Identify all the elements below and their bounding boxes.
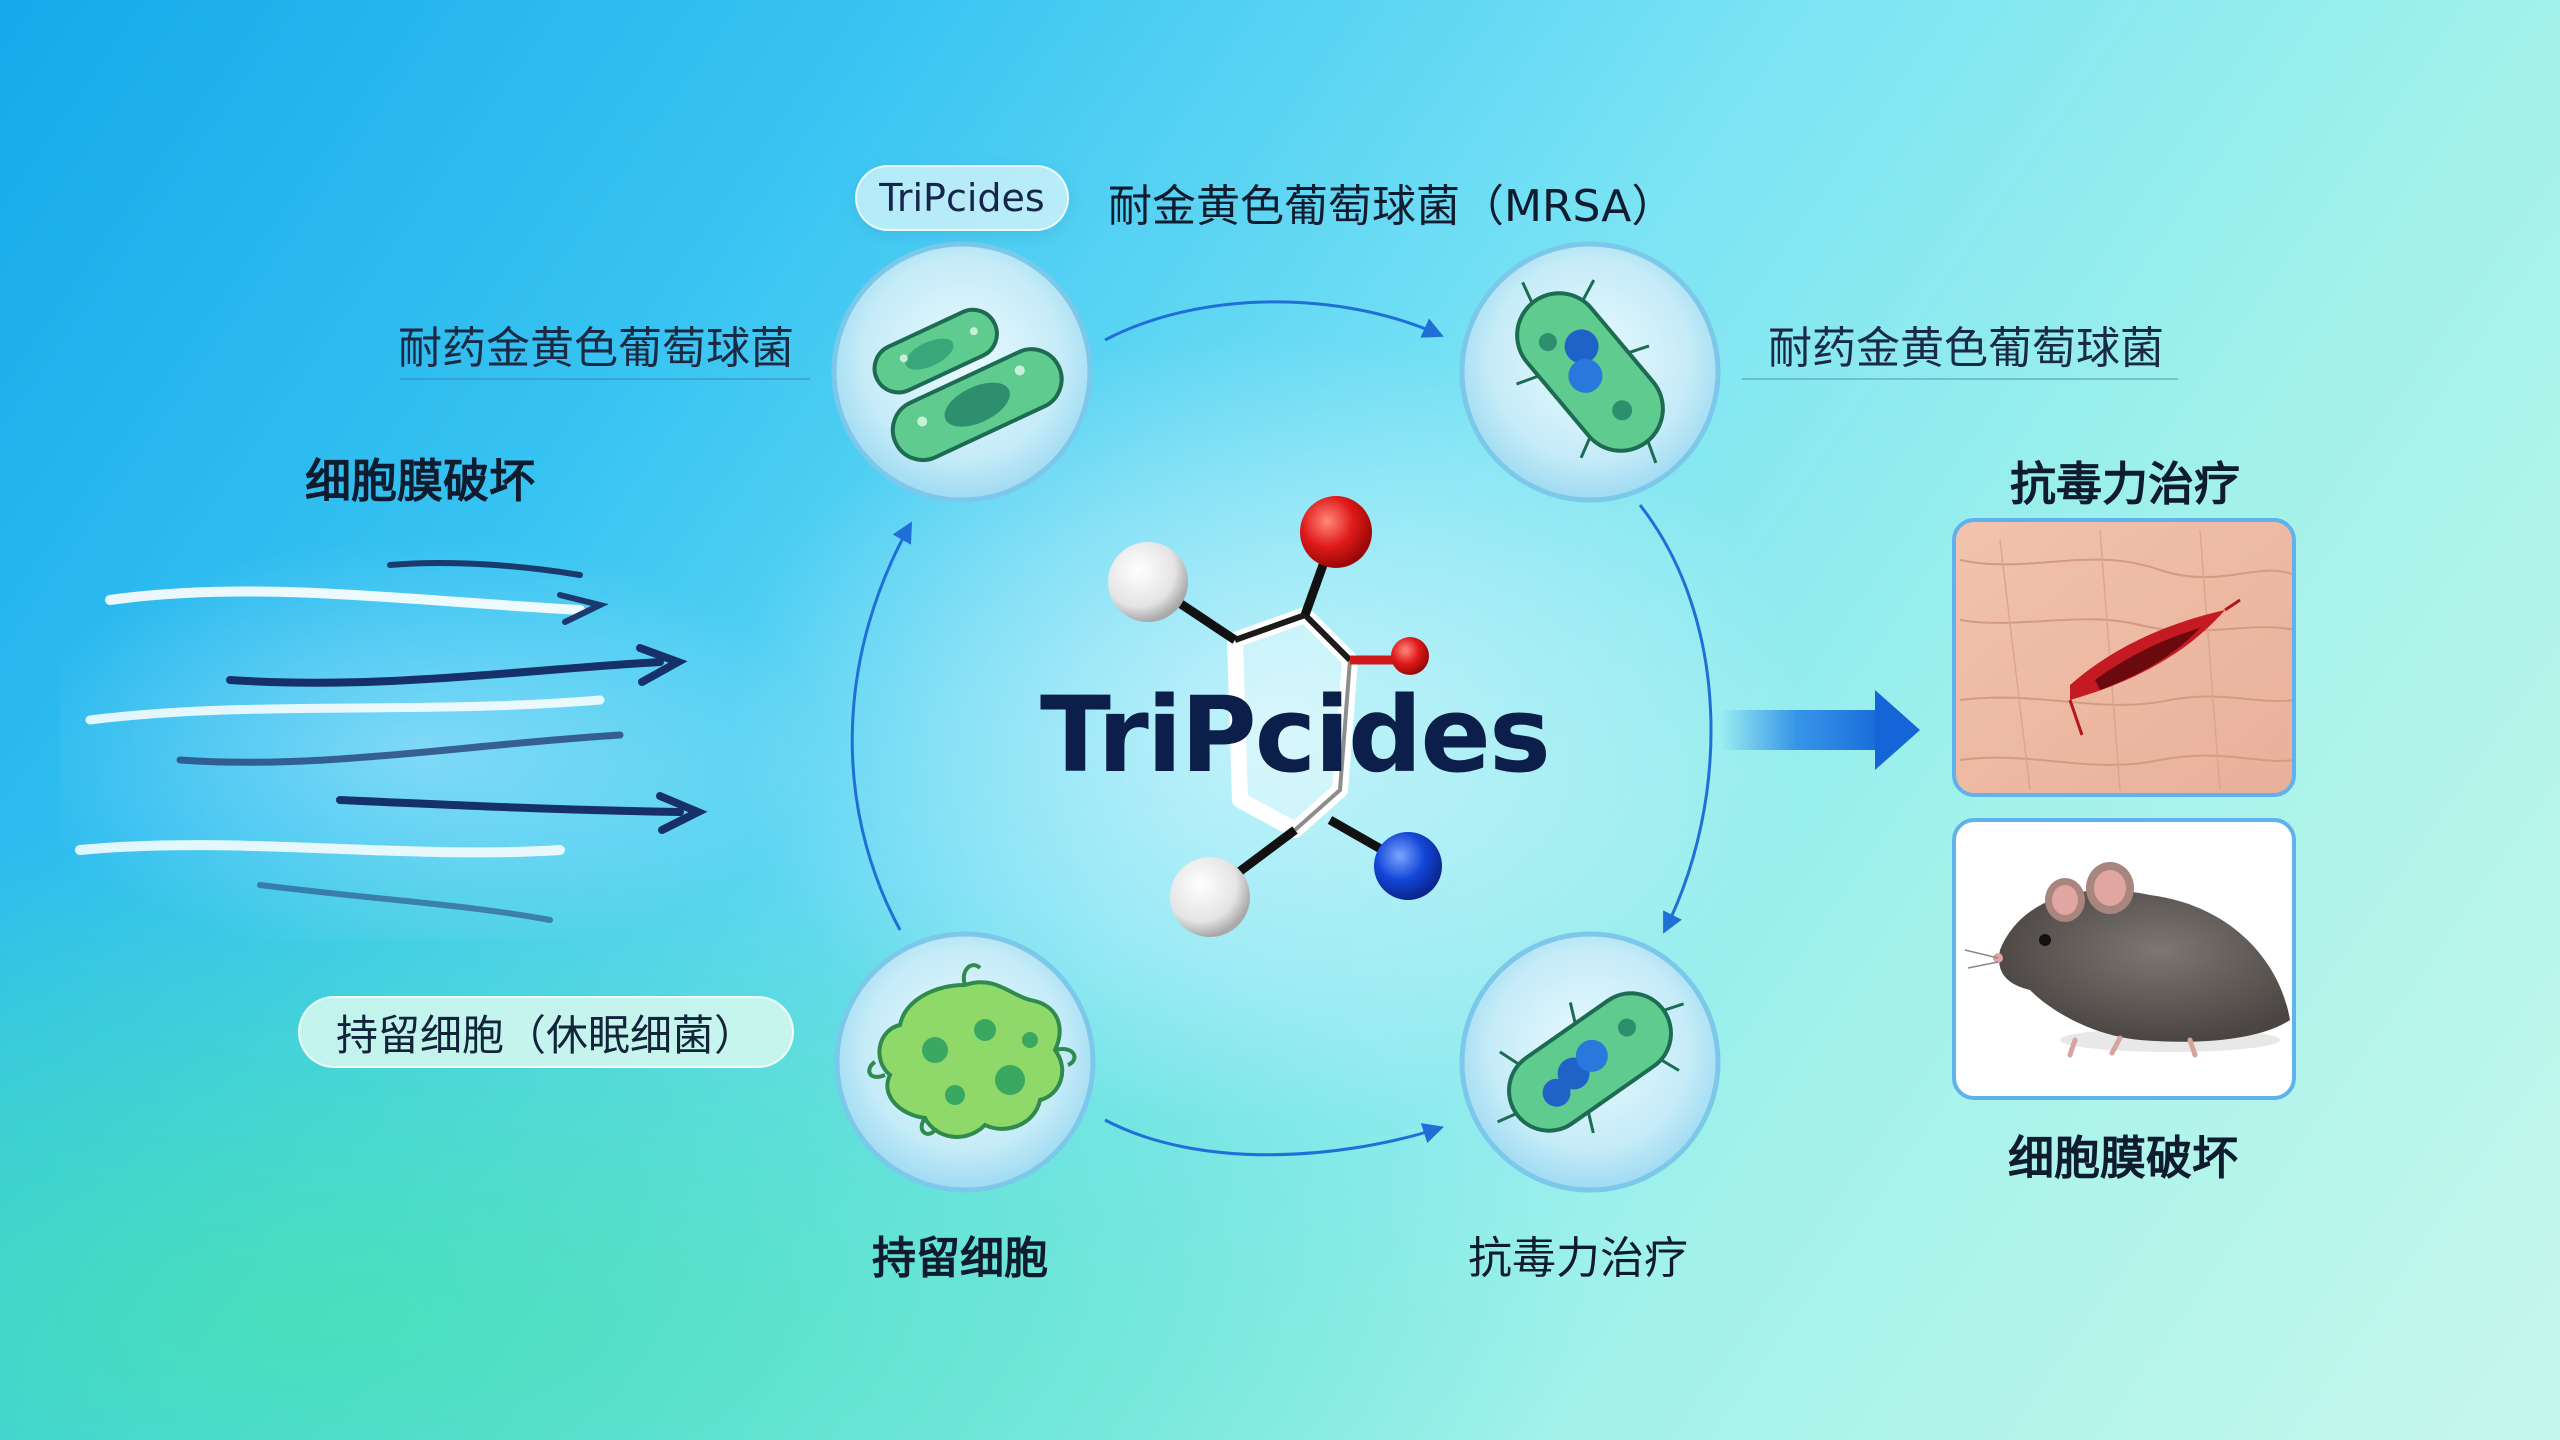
membrane-disruption-label-left: 细胞膜破坏: [305, 454, 535, 508]
circle-bottom-right: [1459, 931, 1721, 1193]
molecule-icon: [1108, 496, 1442, 937]
persister-pill-label: 持留细胞（休眠细菌）: [335, 1010, 756, 1060]
wind-arrows-icon: [75, 560, 708, 923]
anti-virulence-label-right: 抗毒力治疗: [2010, 457, 2240, 511]
wound-photo: [1952, 518, 2296, 797]
tripcides-pill: TriPcides: [855, 165, 1069, 231]
circle-top-left: [831, 241, 1093, 503]
circle-bottom-left: [834, 931, 1096, 1193]
amoeba-persister-icon: [867, 963, 1077, 1139]
persister-cells-label: 持留细胞: [872, 1233, 1048, 1284]
arrow-bottom: [1104, 1118, 1445, 1157]
big-right-arrow: [1720, 690, 1920, 770]
left-upper-label: 耐药金黄色葡萄球菌: [398, 323, 794, 374]
left-upper-rule: [400, 378, 810, 380]
mrsa-title: 耐金黄色葡萄球菌（MRSA）: [1108, 181, 1676, 232]
right-upper-label: 耐药金黄色葡萄球菌: [1768, 323, 2164, 374]
arrow-top: [1104, 300, 1444, 342]
rod-bacteria-blue-icon: [1496, 991, 1685, 1134]
tripcides-pill-label: TriPcides: [879, 176, 1045, 220]
arrow-left: [850, 521, 913, 931]
rod-bacteria-pair-icon: [872, 307, 1064, 462]
anti-virulence-label-bottom: 抗毒力治疗: [1468, 1233, 1688, 1284]
right-upper-rule: [1742, 378, 2178, 380]
mouse-photo: [1952, 818, 2296, 1100]
persister-pill: 持留细胞（休眠细菌）: [298, 996, 794, 1068]
membrane-disruption-label-right: 细胞膜破坏: [2008, 1131, 2238, 1185]
arrow-right: [1638, 504, 1713, 934]
cycle-arrows: [850, 300, 1713, 1157]
rod-bacteria-icon: [1515, 279, 1665, 464]
circle-top-right: [1459, 241, 1721, 503]
center-title: TriPcides: [1040, 674, 1551, 796]
